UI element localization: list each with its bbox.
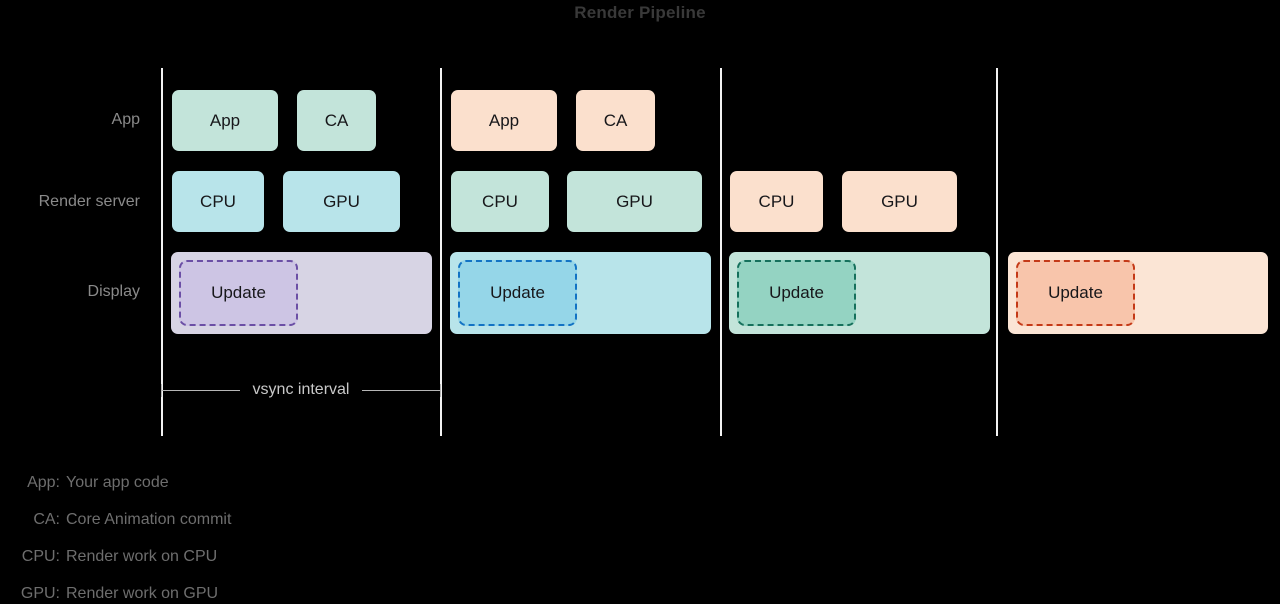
legend-key: App: <box>27 474 60 491</box>
legend-item-gpu: GPU: Render work on GPU <box>0 575 300 604</box>
legend-key: CA: <box>33 511 60 528</box>
frame-1-app-block-app: App <box>172 90 278 151</box>
row-label-render-server: Render server <box>38 193 140 210</box>
vsync-rule-left <box>162 389 240 391</box>
vsync-divider-3 <box>720 68 722 436</box>
frame-1-app-block-ca: CA <box>297 90 376 151</box>
vsync-tick-right <box>440 383 442 397</box>
legend-description: Render work on GPU <box>66 585 219 602</box>
row-label-app: App <box>111 111 140 128</box>
frame-3-render-block-cpu: CPU <box>730 171 823 232</box>
legend-item-app: App: Your app code <box>0 464 300 501</box>
frame-1-render-block-gpu: GPU <box>283 171 400 232</box>
legend-item-ca: CA: Core Animation commit <box>0 501 300 538</box>
frame-2-update-block: Update <box>458 260 577 326</box>
vsync-tick-left <box>161 383 162 397</box>
legend-key: GPU: <box>20 585 60 602</box>
vsync-rule-right <box>362 389 441 391</box>
vsync-interval-annotation: vsync interval <box>161 377 442 403</box>
frame-3-update-block: Update <box>737 260 856 326</box>
frame-2-app-block-app: App <box>451 90 557 151</box>
legend-description: Your app code <box>66 474 169 491</box>
frame-2-app-block-ca: CA <box>576 90 655 151</box>
frame-3-render-block-gpu: GPU <box>842 171 957 232</box>
legend-item-cpu: CPU: Render work on CPU <box>0 538 300 575</box>
frame-4-update-block: Update <box>1016 260 1135 326</box>
legend-description: Core Animation commit <box>66 511 232 528</box>
vsync-interval-label: vsync interval <box>252 381 350 398</box>
page-title: Render Pipeline <box>574 3 706 22</box>
vsync-divider-2 <box>440 68 442 436</box>
row-label-display: Display <box>87 283 140 300</box>
frame-2-render-block-cpu: CPU <box>451 171 549 232</box>
legend-description: Render work on CPU <box>66 548 218 565</box>
frame-1-update-block: Update <box>179 260 298 326</box>
frame-2-render-block-gpu: GPU <box>567 171 702 232</box>
legend-key: CPU: <box>21 548 60 565</box>
frame-1-render-block-cpu: CPU <box>172 171 264 232</box>
vsync-divider-1 <box>161 68 163 436</box>
vsync-divider-4 <box>996 68 998 436</box>
